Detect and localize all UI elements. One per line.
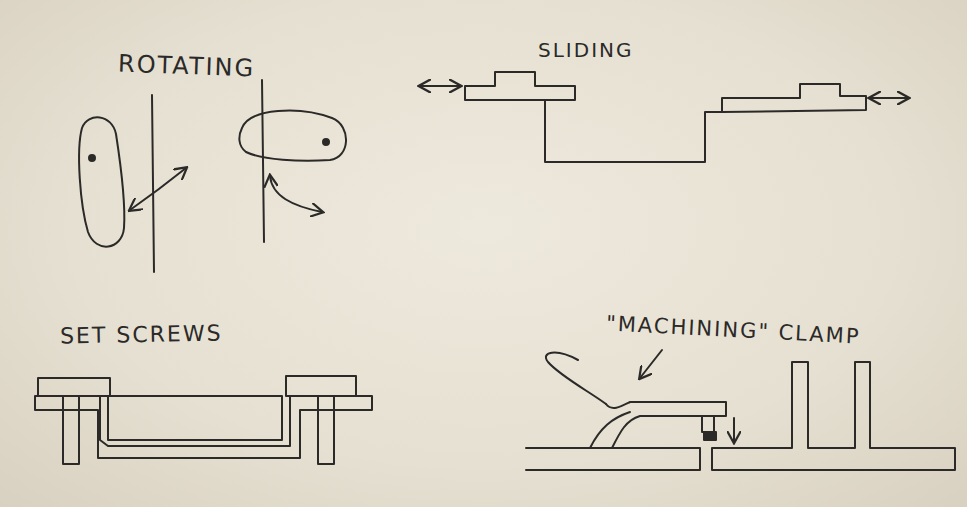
sliding-plate <box>722 84 866 112</box>
guide-line <box>152 95 154 272</box>
sliding-base <box>545 100 725 162</box>
part-block <box>286 376 356 396</box>
plate-recess <box>108 396 282 440</box>
set-screw <box>63 396 79 464</box>
clamp-force-arrow <box>733 418 735 442</box>
part-block <box>38 378 110 396</box>
clamp-handle <box>546 353 606 404</box>
leader-arrow <box>640 350 662 378</box>
slide-arrow <box>420 85 460 87</box>
clamp-arm <box>590 412 630 448</box>
section-heading: ROTATING <box>118 50 256 83</box>
section-heading: SLIDING <box>538 38 634 62</box>
sliding-plate <box>465 72 575 100</box>
workpiece-base <box>712 362 955 470</box>
pivot-dot <box>323 139 329 145</box>
guide-line <box>262 80 264 242</box>
clamp-base <box>526 448 700 470</box>
rotation-arrow <box>130 168 186 210</box>
section-heading: SET SCREWS <box>60 321 223 349</box>
clamp-post <box>702 416 714 432</box>
section-heading: "MACHINING" CLAMP <box>606 311 862 348</box>
rotation-arrow <box>270 176 322 212</box>
cam-horizontal <box>239 111 346 161</box>
clamp-pad <box>704 432 716 440</box>
slide-arrow <box>870 97 908 99</box>
pivot-dot <box>89 155 95 161</box>
clamp-arm <box>606 402 726 448</box>
base-plate <box>35 396 372 458</box>
cam-vertical <box>79 117 124 246</box>
set-screw <box>318 396 334 464</box>
